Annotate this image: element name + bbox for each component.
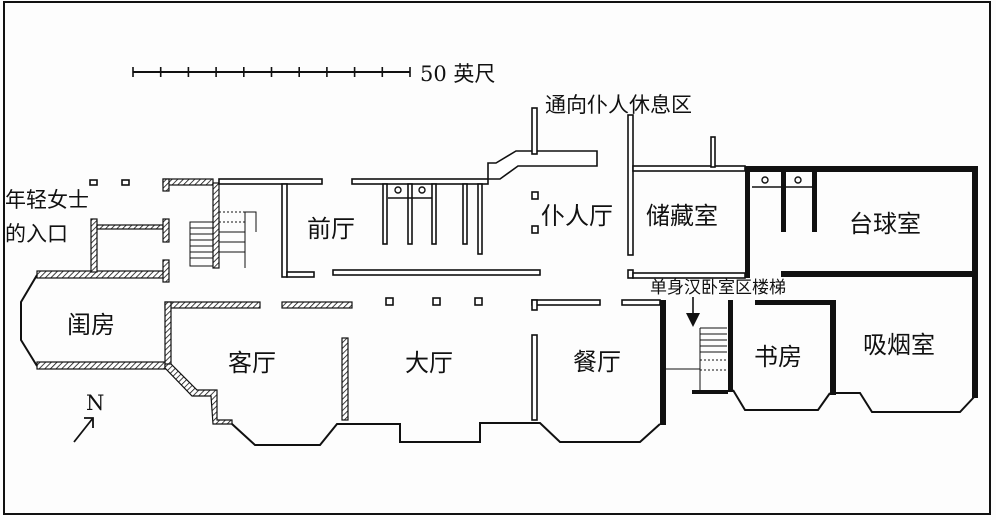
label-boudoir: 闺房	[67, 311, 115, 339]
label-dining-room: 餐厅	[573, 348, 621, 376]
hatched-walls	[36, 178, 353, 425]
south-facade	[231, 422, 661, 446]
label-library: 书房	[754, 343, 802, 371]
bachelor-wing-walls	[660, 166, 978, 425]
scale-bar	[132, 67, 411, 77]
north-arrow-icon	[73, 417, 94, 443]
label-ladies-entrance-2: 的入口	[5, 222, 68, 246]
library-bay	[732, 389, 831, 411]
label-drawing-room: 客厅	[228, 349, 276, 377]
main-staircase	[189, 211, 257, 268]
label-great-hall: 大厅	[405, 349, 453, 377]
label-smoking-room: 吸烟室	[863, 331, 935, 359]
label-billiard-room: 台球室	[849, 210, 921, 238]
boudoir-bay-wall	[20, 274, 38, 367]
label-ladies-entrance-1: 年轻女士	[5, 188, 89, 212]
label-bachelor-stairs: 单身汉卧室区楼梯	[650, 278, 786, 298]
label-vestibule: 前厅	[307, 215, 355, 243]
scale-label: 50 英尺	[420, 62, 495, 86]
stairs-arrow-icon	[686, 297, 700, 327]
smoking-room-bay	[836, 392, 976, 413]
north-label: N	[86, 391, 104, 415]
label-to-servants-quarters: 通向仆人休息区	[545, 93, 692, 117]
label-storeroom: 储藏室	[646, 202, 718, 230]
label-servants-hall: 仆人厅	[541, 202, 613, 230]
bachelor-staircase	[666, 327, 727, 390]
plain-walls	[89, 107, 746, 421]
frame-border	[3, 1, 991, 515]
